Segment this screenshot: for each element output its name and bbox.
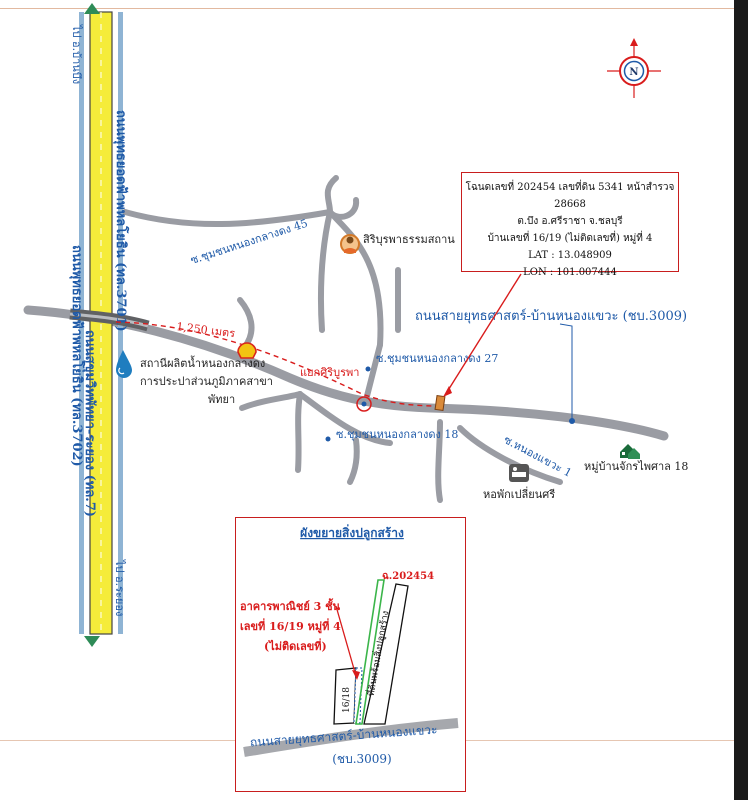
temple-road xyxy=(317,209,333,333)
subject-building-footprint xyxy=(353,667,363,724)
commercial-building-line3: (ไม่ติดเลขที่) xyxy=(264,638,327,653)
highway-lower-name-label: ถนนสุขุมวิทพัทยา-ระยอง (ทล.7) xyxy=(82,330,97,517)
intersection-circle xyxy=(356,396,372,412)
water-drop-icon xyxy=(116,350,132,378)
village-label: หมู่บ้านจักรไพศาล 18 xyxy=(584,460,688,473)
water-station-line3: พัทยา xyxy=(208,393,235,406)
soi-27-label: ซ.ชุมชนหนองกลางดง 27 xyxy=(376,352,498,365)
intersection-dot xyxy=(361,401,367,407)
soi-27-dot xyxy=(365,366,371,372)
soi-18-east xyxy=(297,391,393,446)
compass-north-icon: N xyxy=(607,38,661,98)
highway-side-left-label: ถนนพุทธยอดฟ้าพหลโยธิน (ทล.3702) xyxy=(69,245,86,467)
south-branch xyxy=(435,419,443,503)
inset-title: ผังขยายสิ่งปลูกสร้าง xyxy=(300,524,404,541)
overpass-highlight xyxy=(69,312,149,328)
soi-18-south xyxy=(347,437,360,485)
inset-main-road xyxy=(243,718,459,757)
property-pointer xyxy=(446,273,522,393)
building-pointer-line xyxy=(335,605,357,677)
soi-18-west-branch xyxy=(239,391,303,411)
shell-station-icon xyxy=(237,342,257,359)
soi-nongkhwae-1 xyxy=(457,425,563,485)
commercial-building-line1: อาคารพาณิชย์ 3 ชั้น xyxy=(240,598,341,613)
building-pointer-head xyxy=(352,670,360,680)
deed-plot-outline xyxy=(355,579,385,725)
property-info-box: โฉนดเลขที่ 202454 เลขที่ดิน 5341 หน้าสำร… xyxy=(461,172,679,278)
soi-27-road xyxy=(327,209,384,348)
water-station-line1: สถานีผลิตน้ำหนองกลางดง xyxy=(140,355,265,370)
inset-drawing: ผังขยายสิ่งปลูกสร้าง 16/18 ที่ดินพร้อมสิ… xyxy=(240,524,459,766)
temple-label: สิริบุรพาธรรมสถาน xyxy=(363,233,456,246)
main-road-leader xyxy=(559,323,573,420)
main-road-label: ถนนสายยุทธศาสตร์-บ้านหนองแขวะ (ชบ.3009) xyxy=(415,308,687,324)
location-info-line: ต.บึง อ.ศรีราชา จ.ชลบุรี xyxy=(517,216,623,227)
neighbor-number-label: 16/18 xyxy=(342,687,352,713)
highway-north-arrow xyxy=(84,3,100,14)
highway-top-destination: ไป อ.บ้านบึง xyxy=(70,24,83,84)
temple-icon xyxy=(340,234,360,254)
property-pointer-head xyxy=(443,386,452,397)
deed-info-line: โฉนดเลขที่ 202454 เลขที่ดิน 5341 หน้าสำร… xyxy=(465,182,675,210)
compass-letter: N xyxy=(629,67,638,78)
soi-18-label: ซ.ชุมชนหนองกลางดง 18 xyxy=(336,428,458,441)
soi-45-road xyxy=(122,209,333,228)
water-station-line2: การประปาส่วนภูมิภาคสาขา xyxy=(140,375,273,388)
building-layout-inset: ผังขยายสิ่งปลูกสร้าง 16/18 ที่ดินพร้อมสิ… xyxy=(235,517,466,792)
route-dashed-line xyxy=(115,321,441,407)
latitude-line: LAT : 13.048909 xyxy=(528,250,612,261)
deed-number-label: ฉ.202454 xyxy=(382,571,434,582)
soi-18-dot xyxy=(325,436,331,442)
inset-road-name: ถนนสายยุทธศาสตร์-บ้านหนองแขวะ xyxy=(250,722,438,750)
village-house-icon xyxy=(620,444,640,459)
soi-45-north-branch xyxy=(324,175,339,215)
highway-frontage-left xyxy=(79,12,84,634)
property-marker xyxy=(434,394,446,412)
highway-side-right-label: ถนนพุทธยอดฟ้าพหลโยธิน (ทล.3701) xyxy=(113,110,130,332)
soi-27-south xyxy=(363,342,383,403)
minor-branch-west xyxy=(237,297,255,351)
longitude-line: LON : 101.007444 xyxy=(523,267,617,278)
soi-road-network xyxy=(122,175,563,503)
house-number-line: บ้านเลขที่ 16/19 (ไม่ติดเลขที่) หมู่ที่ … xyxy=(487,233,653,244)
main-road-dot xyxy=(569,418,575,424)
land-plot-outline xyxy=(363,583,409,725)
inset-road-code: (ชบ.3009) xyxy=(332,752,391,766)
right-dark-edge xyxy=(734,0,748,800)
soi-18-road xyxy=(295,391,303,473)
commercial-building-line2: เลขที่ 16/19 หมู่ที่ 4 xyxy=(240,618,341,634)
hotel-bed-icon xyxy=(509,464,529,482)
top-border-line xyxy=(0,8,734,9)
intersection-label: แยกศิริบูรพา xyxy=(300,366,359,379)
dorm-label: หอพักเปลี่ยนศรี xyxy=(483,486,555,501)
highway-south-arrow xyxy=(84,636,100,647)
highway-bottom-destination: ไป อ.ระยอง xyxy=(113,559,126,616)
